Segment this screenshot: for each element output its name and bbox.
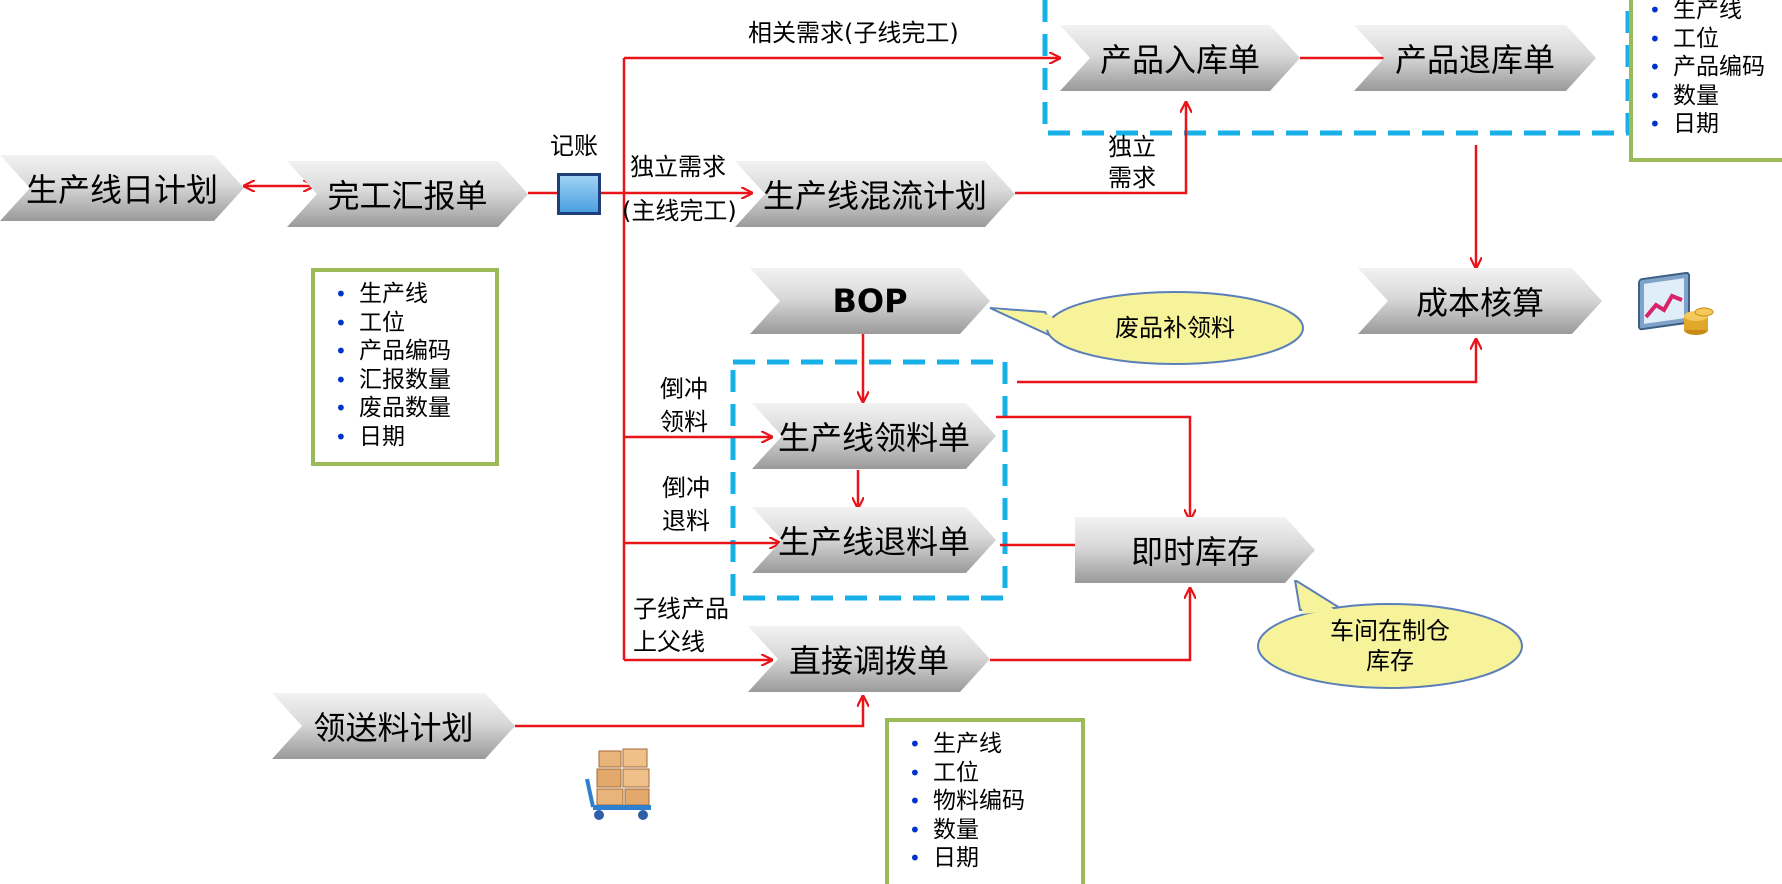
callout-shape [1257,577,1523,689]
callout-scrap: 废品补领料 [985,290,1305,370]
node-bop: BOP [750,268,990,334]
list-item: 生产线 [335,280,485,309]
list-item: 产品编码 [335,337,485,366]
material-fields-box: 生产线 工位 物料编码 数量 日期 [885,718,1085,884]
list-item: 产品编码 [1649,53,1782,82]
label-bookkeeping: 记账 [550,132,598,160]
list-item: 数量 [1649,82,1782,111]
callout-scrap-text: 废品补领料 [1115,314,1235,342]
product-fields-box: 生产线 工位 产品编码 数量 日期 [1629,0,1782,162]
label-backflush-pick-1: 倒冲 [660,375,708,403]
callout-workshop: 车间在制仓 库存 [1255,577,1525,692]
list-item: 生产线 [1649,0,1782,25]
label-independent-demand-2: 需求 [1108,164,1156,192]
label-backflush-return-1: 倒冲 [662,474,710,502]
list-item: 工位 [335,309,485,338]
node-product-out: 产品退库单 [1354,25,1596,91]
node-label: 完工汇报单 [327,177,488,215]
arrow-delivery-transfer [515,696,863,728]
callout-workshop-line: 库存 [1366,647,1414,675]
dashed-group-material [730,359,1008,601]
list-item: 数量 [909,816,1071,845]
node-cost-accounting: 成本核算 [1358,268,1602,334]
node-pick-order: 生产线领料单 [752,403,996,469]
list-item: 工位 [909,759,1071,788]
arrow-mixed-plan-product-in [1015,102,1186,195]
node-label: 成本核算 [1415,284,1544,322]
list-item: 物料编码 [909,787,1071,816]
list-item: 日期 [1649,110,1782,139]
list-item: 生产线 [909,730,1071,759]
label-independent-demand-1: 独立 [1108,133,1156,161]
arrow-group-cost [1017,339,1476,384]
node-label: 产品入库单 [1099,41,1260,79]
arrow-transfer-inventory [990,588,1190,662]
node-transfer-order: 直接调拨单 [748,626,990,692]
label-subline-1: 子线产品 [633,595,729,623]
node-mixed-plan: 生产线混流计划 [735,161,1015,227]
arrow-pick-inventory [996,415,1190,520]
list-item: 汇报数量 [335,366,485,395]
node-live-inventory: 即时库存 [1075,517,1315,583]
box-trolley-icon [585,745,660,823]
node-label: 生产线退料单 [777,523,970,561]
label-subline-2: 上父线 [633,628,705,656]
label-related-demand: 相关需求(子线完工) [748,19,959,47]
list-item: 日期 [335,423,485,452]
label-independent-demand-main-1: 独立需求 [630,153,726,181]
label-backflush-pick-2: 领料 [660,408,708,436]
label-independent-demand-main-2: (主线完工) [622,197,737,225]
label-backflush-return-2: 退料 [662,507,710,535]
node-completion-report: 完工汇报单 [287,161,528,227]
list-item: 废品数量 [335,394,485,423]
node-product-in: 产品入库单 [1060,25,1300,91]
stock-chart-coins-icon [1636,271,1716,342]
callout-workshop-line: 车间在制仓 [1330,617,1450,645]
node-label: 即时库存 [1130,533,1259,571]
callout-shape [989,291,1304,365]
node-label: 生产线混流计划 [762,177,987,215]
node-label: 产品退库单 [1394,41,1555,79]
node-daily-plan: 生产线日计划 [0,155,244,221]
bookkeeping-box [557,173,601,215]
callout-workshop-text: 车间在制仓 库存 [1275,610,1505,682]
list-item: 工位 [1649,25,1782,54]
list-item: 日期 [909,844,1071,873]
node-label: 领送料计划 [313,709,474,747]
node-label: 直接调拨单 [788,642,949,680]
node-label: BOP [832,282,908,320]
node-delivery-plan: 领送料计划 [272,693,515,759]
report-fields-box: 生产线 工位 产品编码 汇报数量 废品数量 日期 [311,268,499,466]
node-label: 生产线日计划 [25,171,218,209]
node-label: 生产线领料单 [777,419,970,457]
node-return-order: 生产线退料单 [752,507,996,573]
dashed-group-product [1042,0,1631,136]
